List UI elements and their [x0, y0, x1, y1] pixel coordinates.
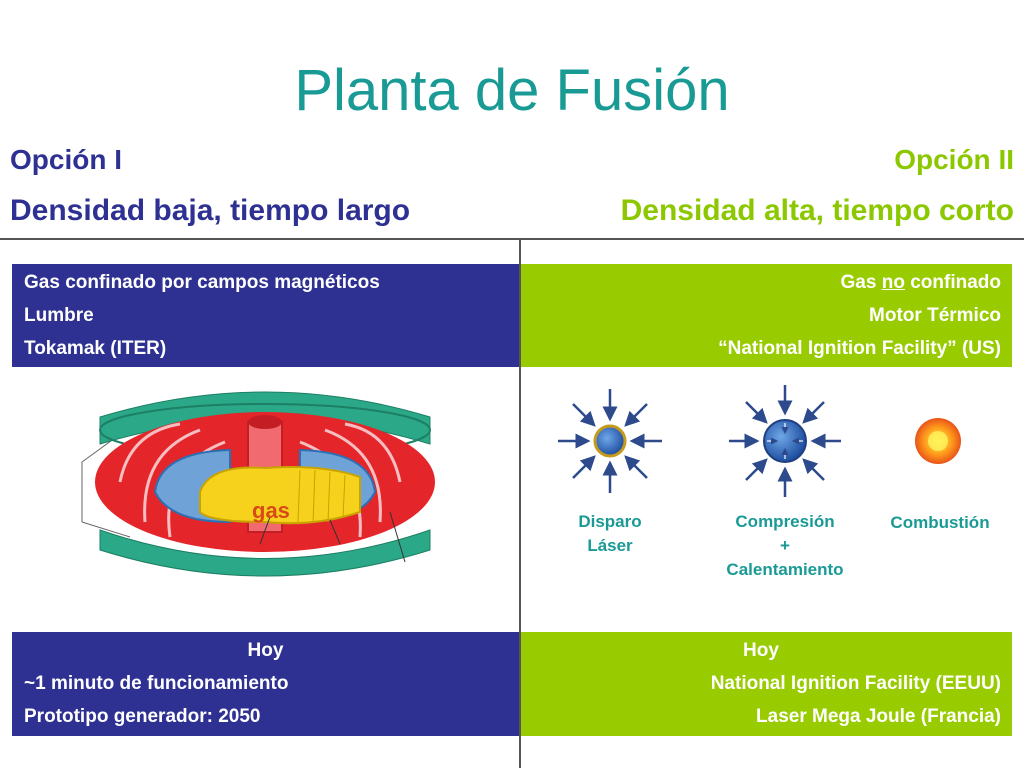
horizontal-divider — [0, 238, 1024, 240]
option2-desc-underlined: no — [881, 272, 905, 293]
option1-description-box: Gas confinado por campos magnéticos Lumb… — [12, 264, 519, 367]
option1-heading: Opción I — [10, 144, 122, 175]
option2-desc-line: “National Ignition Facility” (US) — [718, 338, 1001, 359]
option1-status-line: ~1 minuto de funcionamiento — [24, 673, 289, 694]
option1-status-heading: Hoy — [247, 640, 284, 661]
stage-label-combustion: Combustión — [890, 513, 990, 532]
laser-fusion-stages-diagram — [558, 385, 961, 497]
option1-status-box: Hoy ~1 minuto de funcionamiento Prototip… — [12, 632, 519, 736]
option1-desc-line: Gas confinado por campos magnéticos — [24, 272, 380, 293]
gas-label: gas — [252, 498, 290, 523]
option2-desc-pre: Gas — [840, 272, 882, 293]
combustion-icon — [915, 418, 961, 464]
vertical-divider — [519, 240, 521, 768]
option2-desc-line: Motor Térmico — [869, 305, 1001, 326]
option2-heading: Opción II — [894, 144, 1014, 175]
option1-status-line: Prototipo generador: 2050 — [24, 706, 261, 727]
option2-description-box: Gas no confinado Motor Térmico “National… — [521, 264, 1012, 367]
tokamak-diagram — [81, 391, 435, 577]
laser-shot-icon — [558, 389, 662, 493]
option2-status-box: Hoy National Ignition Facility (EEUU) La… — [521, 632, 1012, 736]
option1-subheading: Densidad baja, tiempo largo — [10, 194, 411, 227]
slide-title: Planta de Fusión — [294, 58, 730, 123]
option1-desc-line: Tokamak (ITER) — [24, 338, 167, 359]
option2-subheading: Densidad alta, tiempo corto — [620, 194, 1014, 227]
option1-desc-line: Lumbre — [24, 305, 94, 326]
option2-desc-line: Gas no confinado — [521, 266, 1012, 299]
stage-label-compression: Compresión + Calentamiento — [726, 512, 844, 579]
compression-icon — [729, 385, 841, 497]
option2-status-line: National Ignition Facility (EEUU) — [710, 673, 1001, 694]
stage-label-laser: Disparo Láser — [578, 512, 642, 555]
option2-status-heading: Hoy — [743, 640, 779, 661]
option2-status-line: Laser Mega Joule (Francia) — [756, 706, 1001, 727]
option2-desc-post: confinado — [904, 272, 1001, 293]
